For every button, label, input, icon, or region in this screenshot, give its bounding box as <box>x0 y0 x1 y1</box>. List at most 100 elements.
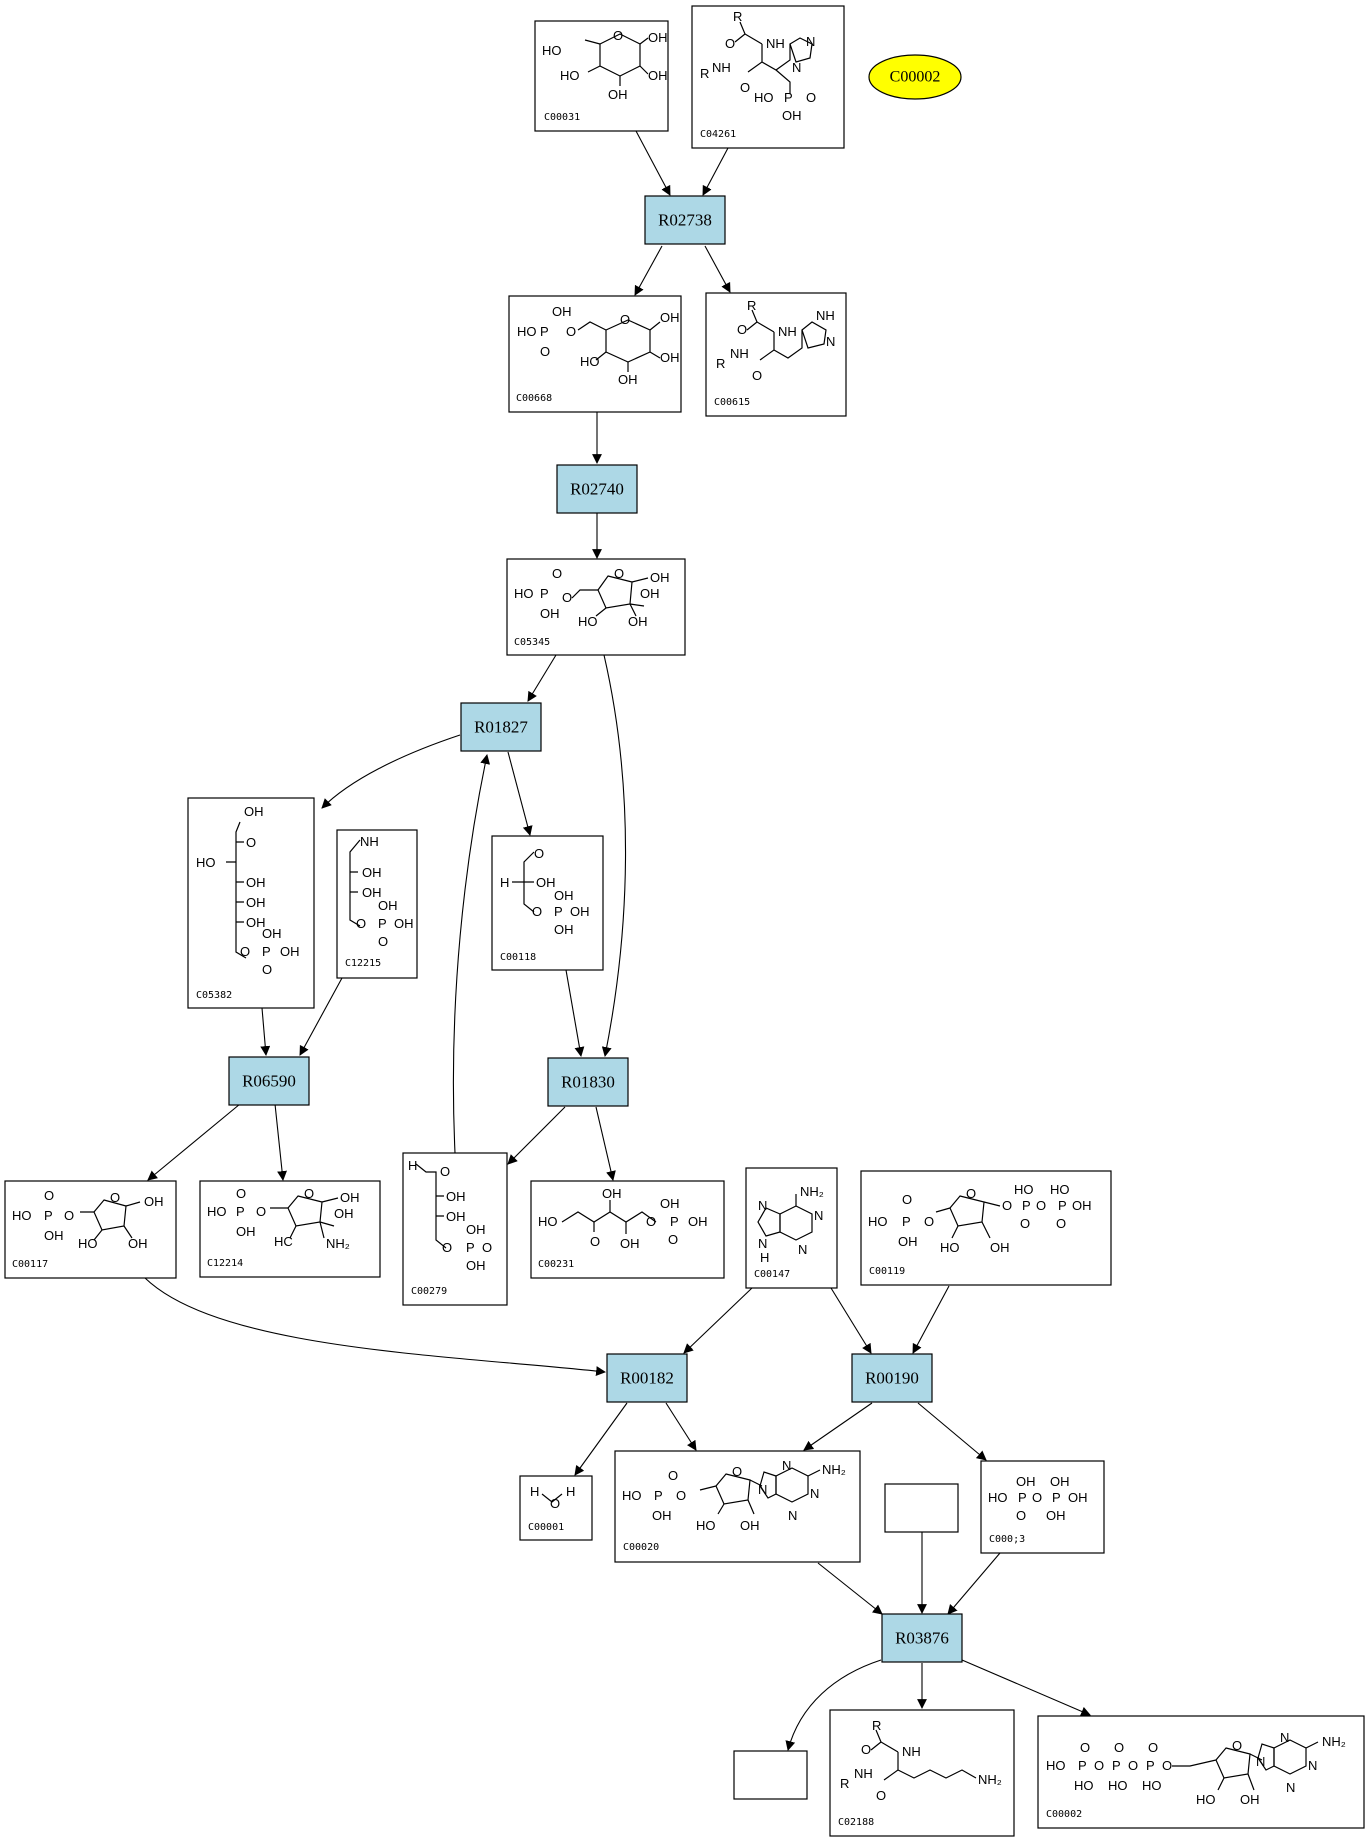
atom-label: O <box>725 36 735 51</box>
atom-label: OH <box>280 944 300 959</box>
reaction-label: R01827 <box>474 718 528 737</box>
compound-label: C00147 <box>754 1269 790 1280</box>
compound-c05382[interactable]: OH O HO OH OH OH OH O P OH O C05382 <box>187 797 315 1009</box>
reaction-r06590[interactable]: R06590 <box>228 1056 310 1106</box>
reaction-r01827[interactable]: R01827 <box>460 702 542 752</box>
edge-r01827-c05382 <box>321 734 461 809</box>
atom-label: P <box>554 904 563 919</box>
atom-label: O <box>534 846 544 861</box>
atom-label: OH <box>640 586 660 601</box>
compound-unlabeled-1[interactable] <box>884 1483 959 1533</box>
compound-c05345[interactable]: O HO P O OH O OH OH HO OH C05345 <box>506 558 686 656</box>
atom-label: P <box>378 916 387 931</box>
atom-label: HO <box>1196 1792 1216 1807</box>
reaction-r00182[interactable]: R00182 <box>606 1353 688 1403</box>
atom-label: O <box>732 1464 742 1479</box>
atom-label: O <box>620 312 630 327</box>
atom-label: N <box>810 1486 819 1501</box>
atom-label: OH <box>466 1258 486 1273</box>
atom-label: HC <box>274 1234 293 1249</box>
atom-label: O <box>1128 1758 1138 1773</box>
atom-label: O <box>806 90 816 105</box>
atom-label: NH <box>360 834 379 849</box>
edge-r02738-c00615 <box>704 245 731 293</box>
compound-c00117[interactable]: O HO P O OH O OH HO OH C00117 <box>4 1180 177 1279</box>
compound-unlabeled-2[interactable] <box>733 1750 808 1800</box>
highlight-ellipse-c00002[interactable]: C00002 <box>868 54 962 100</box>
compound-c00002[interactable]: O O O HO P O P O P O HO HO HO O N N NH₂ … <box>1037 1715 1365 1829</box>
atom-label: O <box>1094 1758 1104 1773</box>
compound-label: C00118 <box>500 952 536 963</box>
reaction-label: R02740 <box>570 480 624 499</box>
reaction-r03876[interactable]: R03876 <box>881 1613 963 1663</box>
reaction-r02740[interactable]: R02740 <box>556 464 638 514</box>
compound-c00615[interactable]: R O NH NH N R NH O C00615 <box>705 292 847 417</box>
atom-label: OH <box>362 865 382 880</box>
compound-c00031[interactable]: HO O OH OH HO OH C00031 <box>534 20 669 132</box>
atom-label: OH <box>1068 1490 1088 1505</box>
atom-label: P <box>1052 1490 1061 1505</box>
reaction-r02738[interactable]: R02738 <box>644 195 726 245</box>
atom-label: HO <box>517 324 537 339</box>
compound-c00231[interactable]: HO OH O OH OH O P OH O C00231 <box>530 1180 725 1279</box>
atom-label: HO <box>514 586 534 601</box>
compound-label: C05382 <box>196 990 232 1001</box>
compound-c00119[interactable]: O HO P O OH O O HO P O HO P OH O O HO OH… <box>860 1170 1112 1286</box>
atom-label: OH <box>144 1194 164 1209</box>
compound-c00118[interactable]: O H OH OH O P OH OH C00118 <box>491 835 604 971</box>
atom-label: OH <box>660 310 680 325</box>
atom-label: NH <box>778 324 797 339</box>
compound-c02188[interactable]: R O NH R NH O NH₂ C02188 <box>829 1709 1015 1837</box>
compound-c12215[interactable]: NH OH OH OH O P OH O C12215 <box>336 829 418 979</box>
atom-label: O <box>64 1208 74 1223</box>
atom-label: O <box>966 1186 976 1201</box>
atom-label: O <box>740 80 750 95</box>
compound-label: C00117 <box>12 1259 48 1270</box>
edge-r01830-c00231 <box>595 1106 616 1181</box>
atom-label: HO <box>940 1240 960 1255</box>
compound-c00013[interactable]: OH OH HO P O P OH O OH C000;3 <box>980 1460 1105 1554</box>
compound-c00668[interactable]: OH HO P O O O OH OH HO OH C00668 <box>508 295 682 413</box>
reaction-r00190[interactable]: R00190 <box>851 1353 933 1403</box>
compound-label: C00279 <box>411 1286 447 1297</box>
atom-label: N <box>1286 1780 1295 1795</box>
atom-label: O <box>240 944 250 959</box>
compound-c00001[interactable]: H O H C00001 <box>519 1475 593 1541</box>
atom-label: NH <box>902 1744 921 1759</box>
atom-label: O <box>482 1240 492 1255</box>
atom-label: N <box>758 1198 767 1213</box>
atom-label: HO <box>622 1488 642 1503</box>
atom-label: N <box>758 1482 767 1497</box>
atom-label: O <box>304 1186 314 1201</box>
compound-c04261[interactable]: R O NH R NH O N N P HO O OH C04261 <box>691 5 845 149</box>
structure-c00013: OH OH HO P O P OH O OH <box>988 1474 1088 1523</box>
edge-c12215-r06590 <box>299 977 343 1056</box>
compound-label: C00002 <box>1046 1809 1082 1820</box>
compound-c00147[interactable]: NH₂ N N N N H C00147 <box>745 1167 838 1289</box>
compound-c00020[interactable]: O HO P O OH O N N NH₂ N N HO OH C00020 <box>614 1450 861 1563</box>
atom-label: N <box>826 334 835 349</box>
atom-label: HO <box>754 90 774 105</box>
reaction-r01830[interactable]: R01830 <box>547 1057 629 1107</box>
compound-label: C12215 <box>345 958 381 969</box>
atom-label: O <box>1016 1508 1026 1523</box>
compound-c12214[interactable]: O HO P O OH O OH OH HC NH₂ C12214 <box>199 1180 381 1278</box>
atom-label: OH <box>620 1236 640 1251</box>
structure-c00117: O HO P O OH O OH HO OH <box>12 1188 164 1251</box>
atom-label: H <box>500 875 509 890</box>
compound-label: C02188 <box>838 1817 874 1828</box>
reaction-label: R02738 <box>658 211 712 230</box>
edge-r02738-c00668 <box>634 245 663 296</box>
structure-c04261: R O NH R NH O N N P HO O OH <box>700 9 816 123</box>
reaction-label: R00190 <box>865 1369 919 1388</box>
atom-label: O <box>1002 1198 1012 1213</box>
atom-label: O <box>1036 1198 1046 1213</box>
atom-label: OH <box>44 1228 64 1243</box>
edge-r00182-c00001 <box>574 1402 628 1476</box>
compound-label: C000;3 <box>989 1534 1025 1545</box>
compound-label: C00615 <box>714 397 750 408</box>
edge-c00117-r00182 <box>144 1277 606 1376</box>
compound-label: C00668 <box>516 393 552 404</box>
compound-c00279[interactable]: H O OH OH OH O P O OH C00279 <box>402 1152 508 1306</box>
